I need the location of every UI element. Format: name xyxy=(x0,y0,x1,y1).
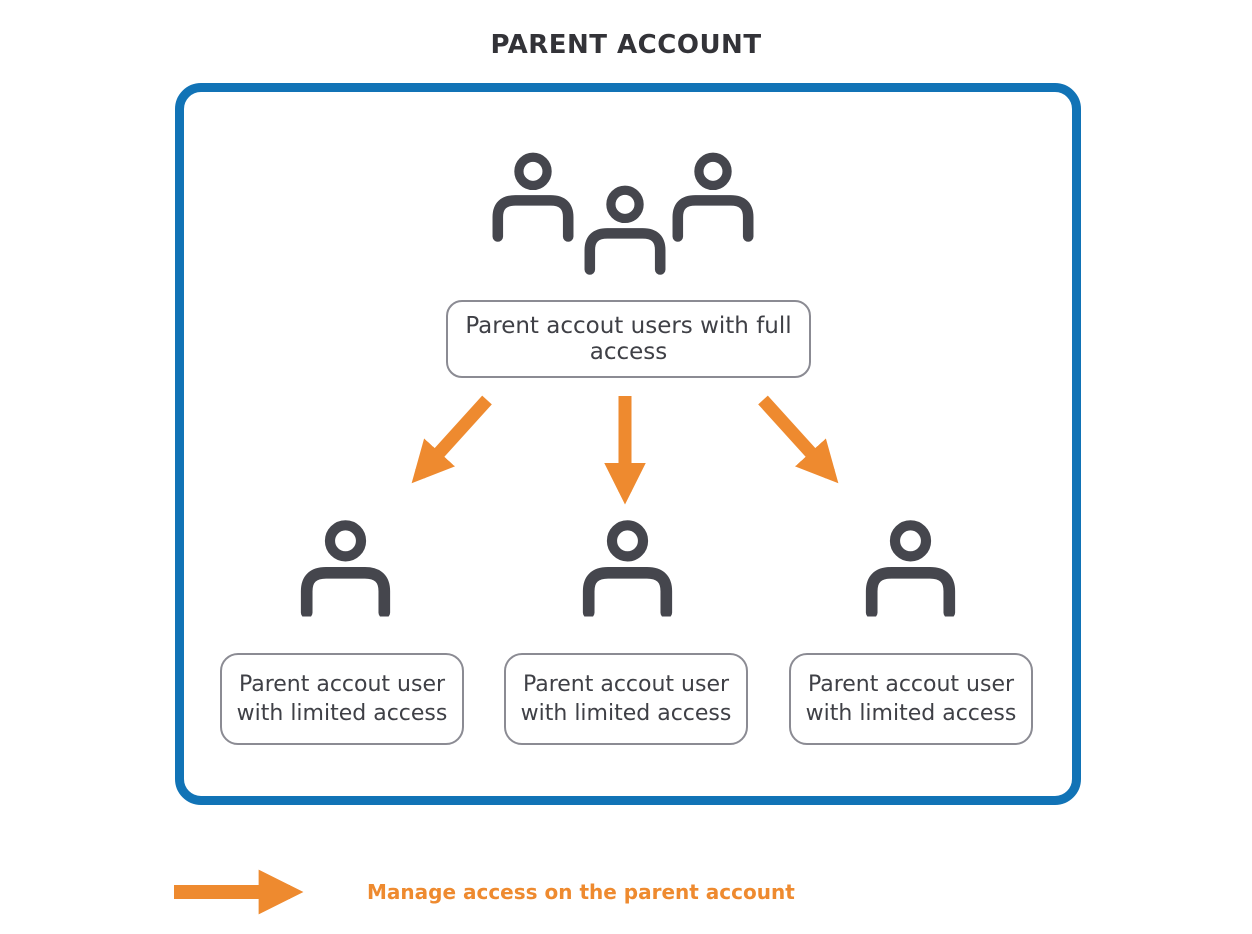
limited-access-line1: Parent accout user xyxy=(807,672,1015,697)
limited-access-label: Parent accout user with limited access xyxy=(504,653,748,745)
legend-label: Manage access on the parent account xyxy=(367,880,795,904)
users-group-icon xyxy=(489,150,761,282)
limited-access-label: Parent accout user with limited access xyxy=(220,653,464,745)
arrow-down-left-icon xyxy=(411,395,492,484)
limited-access-line1: Parent accout user xyxy=(522,672,730,697)
arrow-down-right-icon xyxy=(758,395,839,484)
full-access-label: Parent accout users with full access xyxy=(446,300,811,378)
legend-arrow-icon xyxy=(174,869,304,915)
diagram-title: PARENT ACCOUNT xyxy=(490,30,762,60)
limited-access-line1: Parent accout user xyxy=(238,672,446,697)
user-icon xyxy=(579,518,676,618)
manage-access-arrows xyxy=(411,395,839,505)
limited-access-line2: with limited access xyxy=(236,701,448,726)
limited-access-label: Parent accout user with limited access xyxy=(789,653,1033,745)
limited-access-line2: with limited access xyxy=(805,701,1017,726)
full-access-label-text: Parent accout users with full access xyxy=(465,313,792,365)
user-icon xyxy=(862,518,959,618)
user-icon xyxy=(297,518,394,618)
limited-access-line2: with limited access xyxy=(520,701,732,726)
